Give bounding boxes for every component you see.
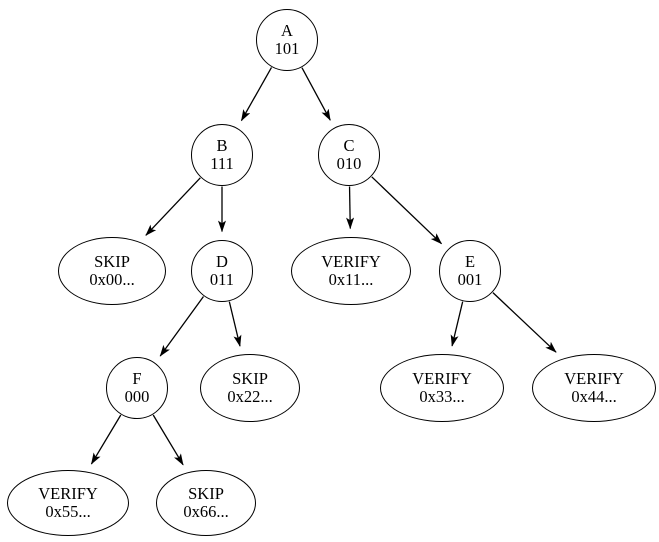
node-label-primary: B (216, 136, 228, 156)
node-label-primary: C (343, 136, 355, 156)
node-label-primary: VERIFY (412, 369, 472, 389)
graph-edge-d-f (159, 296, 205, 357)
node-label-secondary: 0x00... (89, 270, 135, 289)
node-label-primary: VERIFY (564, 369, 624, 389)
node-label-primary: SKIP (94, 252, 130, 272)
node-label-primary: VERIFY (321, 252, 381, 272)
node-label-secondary: 0x22... (227, 387, 273, 406)
node-label-primary: E (464, 252, 476, 272)
graph-edge-b-s0 (145, 177, 201, 236)
node-label-secondary: 0x33... (419, 387, 465, 406)
graph-edge-e-v3 (450, 301, 464, 347)
node-label-primary: SKIP (188, 484, 224, 504)
graph-edge-f-v5 (90, 414, 122, 465)
node-label-secondary: 101 (274, 39, 300, 58)
node-label-secondary: 0x55... (45, 502, 91, 521)
graph-edge-a-c (301, 67, 331, 121)
graph-edge-c-v1 (346, 186, 355, 230)
node-label-secondary: 000 (124, 387, 150, 406)
node-label-secondary: 0x66... (183, 502, 229, 521)
node-label-secondary: 001 (457, 270, 483, 289)
node-label-secondary: 111 (210, 154, 234, 173)
graph-edge-c-e (371, 176, 443, 245)
node-label-primary: VERIFY (38, 484, 98, 504)
graph-edge-f-s6 (152, 414, 184, 466)
node-label-secondary: 0x44... (571, 387, 617, 406)
node-label-secondary: 011 (209, 270, 235, 289)
node-label-primary: D (216, 252, 228, 272)
edge-group (90, 67, 557, 466)
node-label-primary: A (281, 21, 293, 41)
graph-edge-a-b (240, 67, 273, 122)
node-label-primary: SKIP (232, 369, 268, 389)
node-label-secondary: 0x11... (328, 270, 374, 289)
node-label-primary: F (132, 369, 142, 389)
node-label-secondary: 010 (336, 154, 362, 173)
graph-edge-d-s2 (228, 301, 242, 347)
graph-edge-e-v4 (492, 292, 557, 353)
